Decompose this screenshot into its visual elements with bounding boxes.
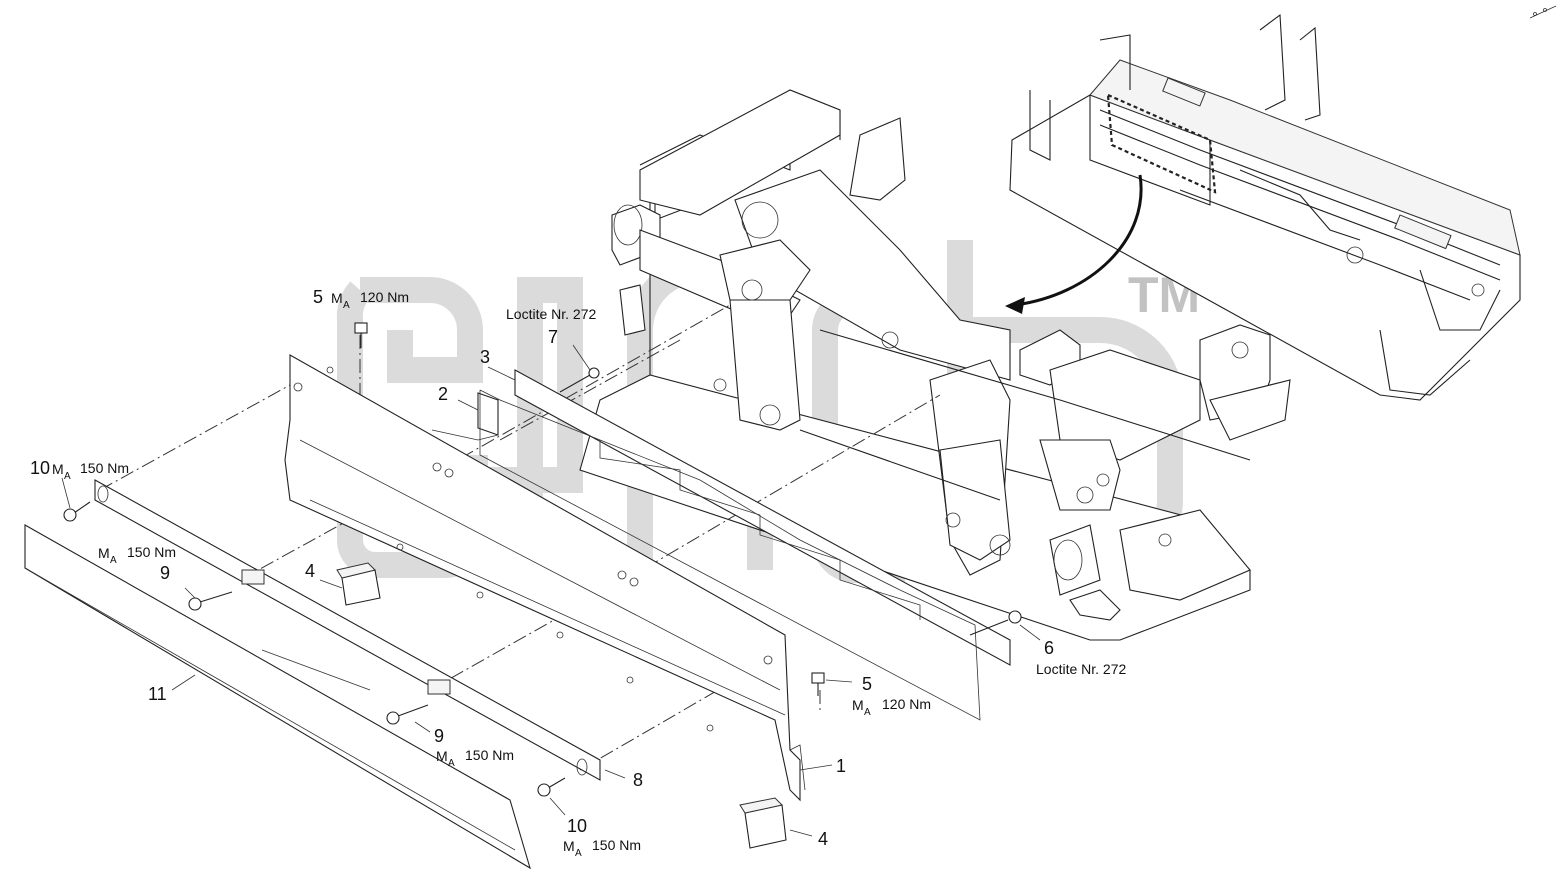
callout-3: 3 <box>480 347 490 367</box>
svg-text:10: 10 <box>30 458 50 478</box>
callout-11: 11 <box>148 684 167 704</box>
callout-10-lower: 10 M A 150 Nm <box>563 816 641 859</box>
svg-text:A: A <box>575 848 582 859</box>
screw-6 <box>969 610 1022 636</box>
screw-5-upper <box>354 322 368 348</box>
svg-text:A: A <box>64 471 71 482</box>
svg-text:2: 2 <box>438 384 448 404</box>
screw-5-lower <box>811 672 825 696</box>
callout-5-lower: 5 M A 120 Nm <box>852 674 931 718</box>
svg-text:5: 5 <box>862 674 872 694</box>
svg-text:A: A <box>110 555 117 566</box>
svg-text:8: 8 <box>633 770 643 790</box>
svg-text:120 Nm: 120 Nm <box>882 696 931 712</box>
svg-text:M: M <box>52 461 64 477</box>
screw-9-lower <box>386 704 429 725</box>
callout-1: 1 <box>836 756 846 776</box>
callout-5-upper: 5 M A 120 Nm <box>313 287 409 311</box>
svg-text:A: A <box>343 300 350 311</box>
svg-text:7: 7 <box>548 327 558 347</box>
svg-text:10: 10 <box>567 816 587 836</box>
svg-text:9: 9 <box>434 726 444 746</box>
svg-text:A: A <box>864 707 871 718</box>
part-1-mounting-plate <box>284 354 806 802</box>
callout-7: Loctite Nr. 272 7 <box>506 306 596 347</box>
part-3-rail <box>479 369 1011 721</box>
callout-4-lower: 4 <box>818 829 828 849</box>
callout-9-upper: M A 150 Nm 9 <box>98 544 176 583</box>
main-frame-assembly <box>579 89 1291 641</box>
svg-text:4: 4 <box>818 829 828 849</box>
svg-text:150 Nm: 150 Nm <box>127 544 176 560</box>
screw-10-upper <box>63 501 91 522</box>
svg-text:M: M <box>436 748 448 764</box>
svg-text:Loctite Nr. 272: Loctite Nr. 272 <box>1036 661 1126 677</box>
svg-text:3: 3 <box>480 347 490 367</box>
part-4-block-lower <box>739 797 787 849</box>
part-8-bar <box>94 479 601 781</box>
svg-text:M: M <box>98 545 110 561</box>
svg-text:M: M <box>852 697 864 713</box>
svg-text:150 Nm: 150 Nm <box>465 747 514 763</box>
svg-text:1: 1 <box>836 756 846 776</box>
part-4-block-upper <box>336 562 381 606</box>
machine-overview-illustration <box>1005 13 1521 401</box>
svg-text:150 Nm: 150 Nm <box>80 460 129 476</box>
svg-text:Loctite Nr. 272: Loctite Nr. 272 <box>506 306 596 322</box>
svg-text:M: M <box>331 290 343 306</box>
callout-4-upper: 4 <box>305 561 315 581</box>
part-11-cover-plate <box>24 524 531 870</box>
callout-8: 8 <box>633 770 643 790</box>
leader-lines <box>61 344 1041 837</box>
svg-text:4: 4 <box>305 561 315 581</box>
svg-text:120 Nm: 120 Nm <box>360 289 409 305</box>
svg-text:6: 6 <box>1044 638 1054 658</box>
callout-6: 6 Loctite Nr. 272 <box>1036 638 1126 677</box>
callout-9-lower: 9 M A 150 Nm <box>434 726 514 769</box>
svg-text:M: M <box>563 838 575 854</box>
screw-10-lower <box>537 777 566 797</box>
corner-mark <box>1529 5 1557 19</box>
screw-9-upper <box>188 591 233 611</box>
callout-10-upper: 10 M A 150 Nm <box>30 458 129 482</box>
screw-7 <box>559 367 600 393</box>
svg-text:A: A <box>448 758 455 769</box>
part-2-bracket <box>431 392 499 441</box>
svg-text:150 Nm: 150 Nm <box>592 837 641 853</box>
callout-2: 2 <box>438 384 448 404</box>
svg-text:11: 11 <box>148 684 167 704</box>
svg-text:5: 5 <box>313 287 323 307</box>
svg-text:9: 9 <box>160 563 170 583</box>
